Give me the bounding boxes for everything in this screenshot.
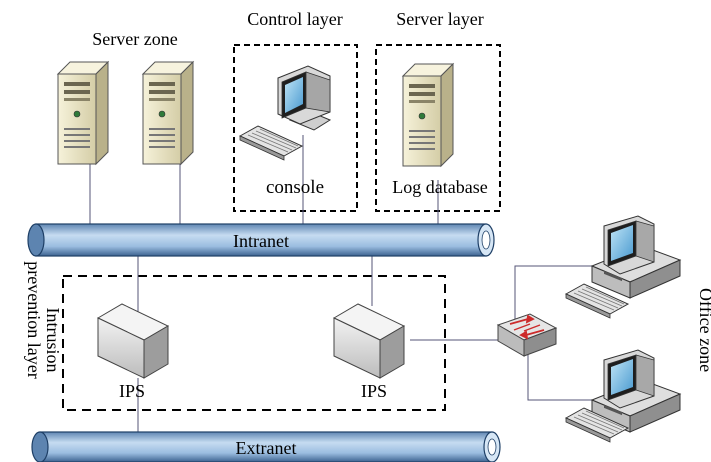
server-icon (142, 61, 194, 165)
intranet-pipe (27, 223, 495, 257)
ips-left-label: IPS (119, 381, 145, 401)
ips-device-icon (332, 303, 406, 379)
server-icon (402, 63, 454, 167)
switch-icon (496, 313, 558, 357)
server-layer-label: Server layer (396, 9, 483, 29)
control-layer-label: Control layer (247, 9, 342, 29)
control-layer-box (233, 44, 358, 212)
ips-right-label: IPS (361, 381, 387, 401)
server-zone-label: Server zone (92, 29, 177, 49)
intrusion-prevention-label-line2: prevention layer (24, 261, 44, 378)
intranet-label: Intranet (233, 231, 289, 251)
keyboard-icon (239, 125, 303, 161)
office-zone-label: Office zone (696, 288, 711, 372)
console-computer (239, 65, 332, 161)
workstation-icon (565, 349, 681, 443)
server-icon (57, 61, 109, 165)
extranet-pipe (31, 431, 501, 462)
log-database-label: Log database (392, 177, 487, 197)
connection-lines (89, 135, 592, 432)
ips-device-icon (96, 303, 170, 379)
intrusion-prevention-box (62, 275, 446, 411)
extranet-label: Extranet (236, 438, 297, 458)
intrusion-prevention-label-line1: Intrusion (43, 308, 63, 373)
workstation-icon (565, 215, 681, 319)
monitor-icon (277, 65, 331, 125)
console-label: console (266, 177, 324, 198)
